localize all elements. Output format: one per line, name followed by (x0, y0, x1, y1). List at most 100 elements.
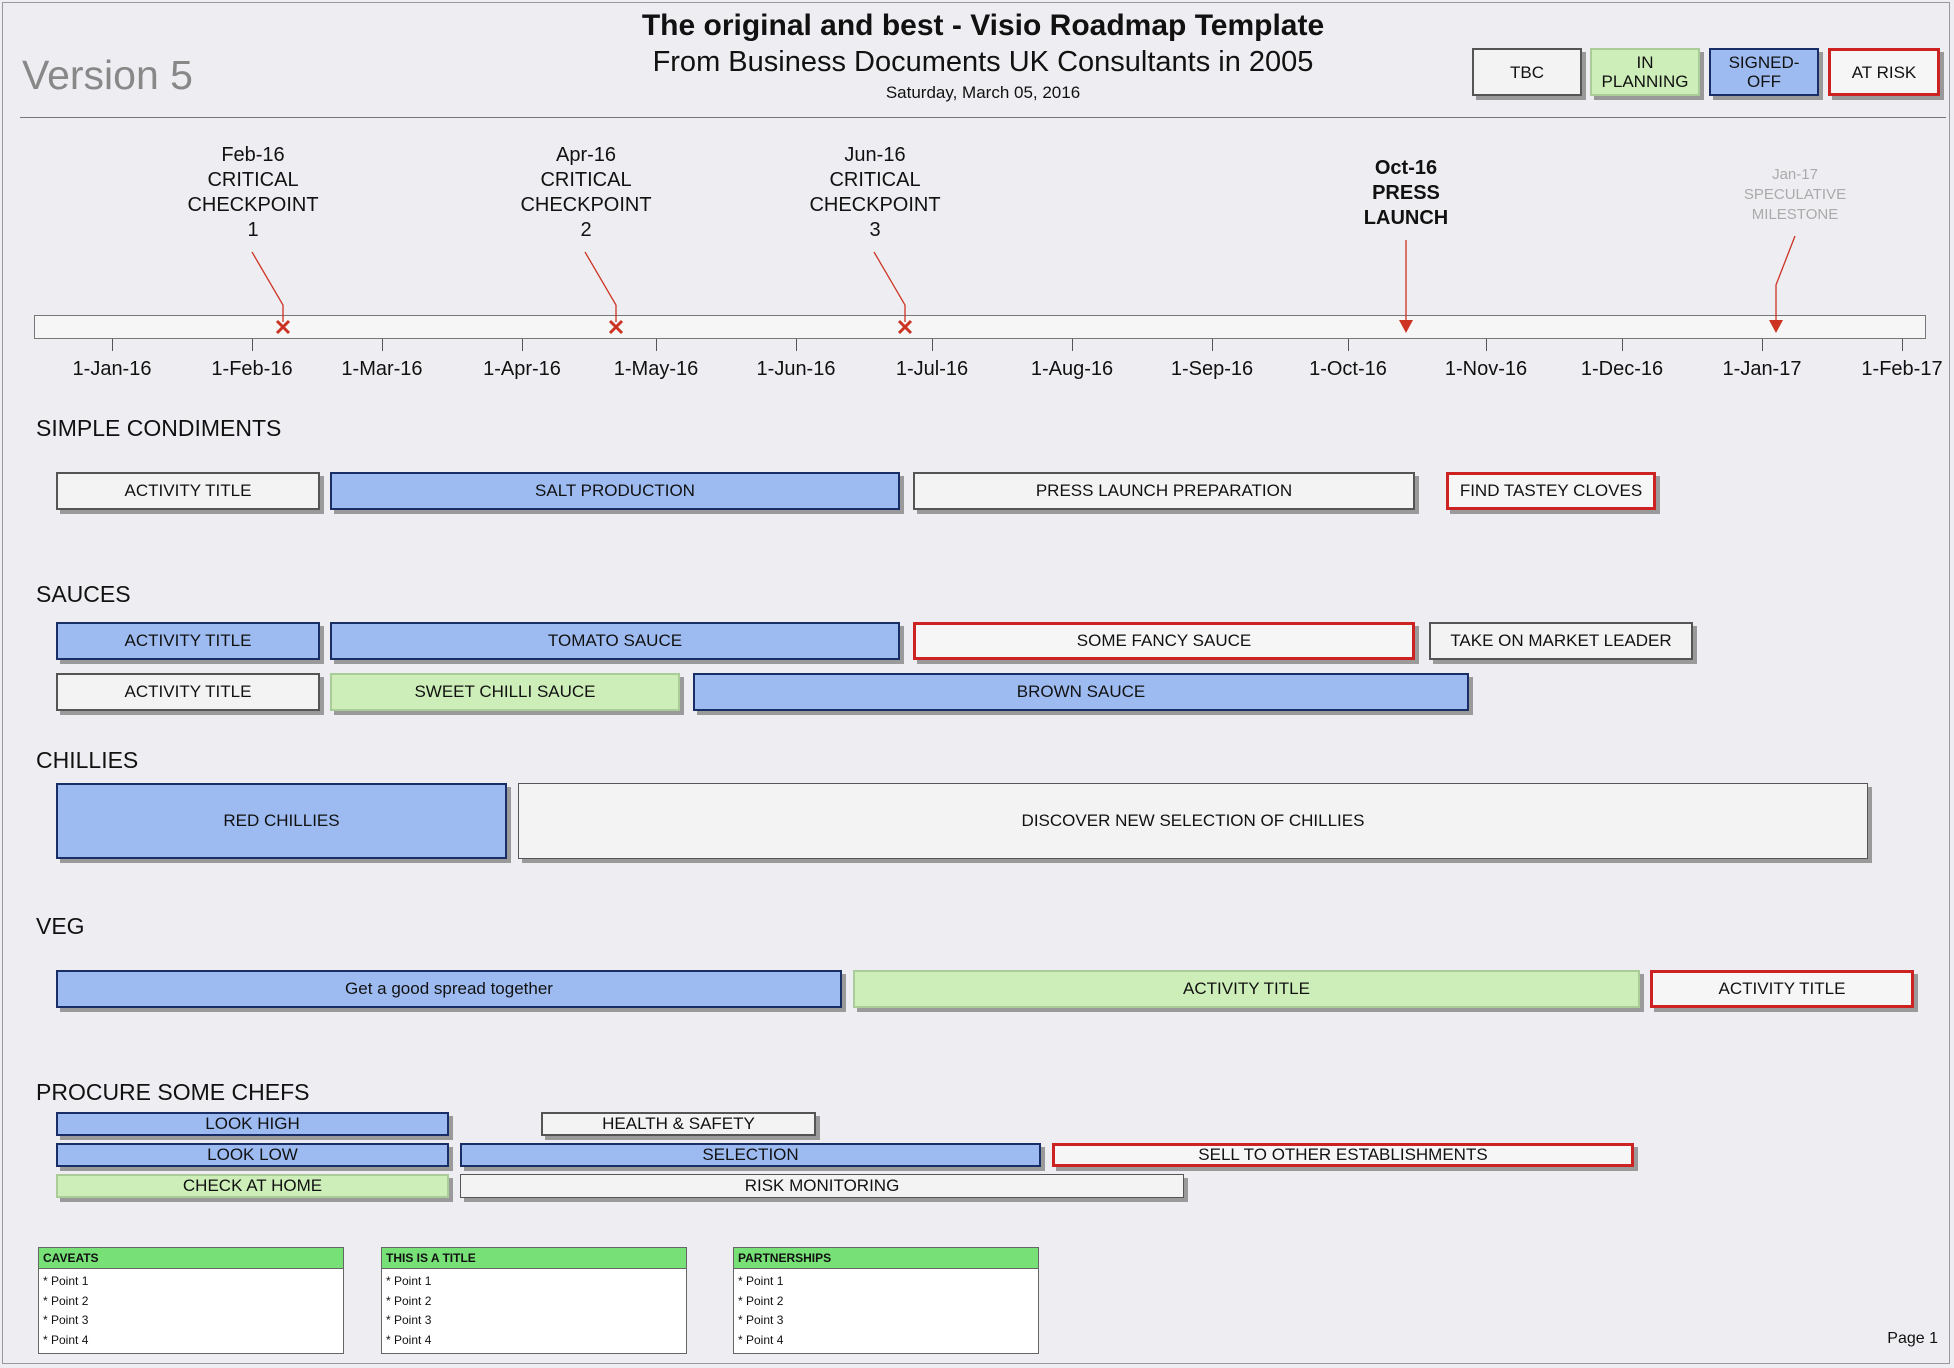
x-marker-icon (608, 319, 624, 335)
activity-bar[interactable]: ACTIVITY TITLE (56, 622, 320, 660)
milestone-number: 1 (247, 219, 259, 241)
activity-bar-sweet-chilli-sauce[interactable]: SWEET CHILLI SAUCE (330, 673, 680, 711)
activity-bar-risk-monitoring[interactable]: RISK MONITORING (460, 1174, 1184, 1198)
connector-speculative (1775, 235, 1796, 322)
note-point: * Point 1 (43, 1274, 89, 1288)
timeline-tick (1902, 339, 1903, 351)
milestone-label: CRITICAL (207, 169, 299, 191)
milestone-number: 2 (580, 219, 592, 241)
timeline-tick (1762, 339, 1763, 351)
milestone-date: Oct-16 (1374, 157, 1438, 179)
milestone-label: CHECKPOINT (187, 194, 319, 216)
activity-bar-take-on-market-leader[interactable]: TAKE ON MARKET LEADER (1429, 622, 1693, 660)
timeline-tick (112, 339, 113, 351)
note-title: PARTNERSHIPS (734, 1248, 1038, 1269)
timeline-month-label: 1-Nov-16 (1444, 358, 1528, 380)
timeline-month-label: 1-Apr-16 (483, 358, 561, 380)
milestone-label: PRESS (1372, 182, 1440, 204)
page-subtitle: From Business Documents UK Consultants i… (652, 46, 1314, 78)
activity-bar-salt-production[interactable]: SALT PRODUCTION (330, 472, 900, 510)
note-point: * Point 4 (43, 1332, 89, 1347)
note-point: * Point 3 (738, 1313, 784, 1327)
activity-bar-look-low[interactable]: LOOK LOW (56, 1143, 449, 1167)
note-point: * Point 3 (43, 1313, 89, 1327)
activity-bar-health-safety[interactable]: HEALTH & SAFETY (541, 1112, 816, 1136)
activity-bar-press-launch-prep[interactable]: PRESS LAUNCH PREPARATION (913, 472, 1415, 510)
legend-tbc: TBC (1472, 48, 1582, 96)
milestone-checkpoint-3: Jun-16 CRITICAL CHECKPOINT 3 (775, 143, 975, 243)
x-marker-icon (275, 319, 291, 335)
timeline-tick (796, 339, 797, 351)
activity-bar-brown-sauce[interactable]: BROWN SAUCE (693, 673, 1469, 711)
milestone-press-launch: Oct-16 PRESS LAUNCH (1306, 156, 1506, 231)
title-block: The original and best - Visio Roadmap Te… (560, 8, 1406, 104)
note-title: CAVEATS (39, 1248, 343, 1269)
note-point: * Point 2 (386, 1293, 432, 1308)
page-title: The original and best - Visio Roadmap Te… (641, 9, 1325, 42)
section-title-chefs: PROCURE SOME CHEFS (36, 1079, 310, 1105)
activity-bar-good-spread[interactable]: Get a good spread together (56, 970, 842, 1008)
milestone-date: Jun-16 (844, 144, 906, 166)
milestone-date: Apr-16 (555, 144, 617, 166)
activity-bar[interactable]: ACTIVITY TITLE (1650, 970, 1914, 1008)
timeline-month-label: 1-Jan-17 (1722, 358, 1802, 380)
milestone-label: CRITICAL (829, 169, 921, 191)
timeline-tick (382, 339, 383, 351)
note-point: * Point 4 (738, 1332, 784, 1347)
note-title: THIS IS A TITLE (382, 1248, 686, 1269)
timeline-month-label: 1-Jul-16 (895, 358, 969, 380)
activity-bar[interactable]: ACTIVITY TITLE (56, 673, 320, 711)
activity-bar-find-tastey-cloves[interactable]: FIND TASTEY CLOVES (1446, 472, 1656, 510)
milestone-date: Jan-17 (1772, 166, 1818, 183)
timeline-tick (1622, 339, 1623, 351)
activity-bar-red-chillies[interactable]: RED CHILLIES (56, 783, 507, 859)
timeline-tick (932, 339, 933, 351)
activity-bar-selection[interactable]: SELECTION (460, 1143, 1041, 1167)
activity-bar-check-at-home[interactable]: CHECK AT HOME (56, 1174, 449, 1198)
timeline-tick (252, 339, 253, 351)
timeline-month-label: 1-Mar-16 (341, 358, 423, 380)
milestone-label: MILESTONE (1751, 206, 1839, 223)
note-box-partnerships: PARTNERSHIPS * Point 1 * Point 2 * Point… (733, 1247, 1039, 1354)
milestone-checkpoint-1: Feb-16 CRITICAL CHECKPOINT 1 (153, 143, 353, 243)
activity-bar-look-high[interactable]: LOOK HIGH (56, 1112, 449, 1136)
connector-checkpoint-2 (584, 251, 617, 322)
timeline-month-label: 1-Feb-17 (1861, 358, 1943, 380)
timeline-month-label: 1-Jan-16 (72, 358, 152, 380)
milestone-speculative: Jan-17 SPECULATIVE MILESTONE (1695, 165, 1895, 225)
activity-bar-sell-to-establishments[interactable]: SELL TO OTHER ESTABLISHMENTS (1052, 1143, 1634, 1167)
activity-bar-discover-chillies[interactable]: DISCOVER NEW SELECTION OF CHILLIES (518, 783, 1868, 859)
milestone-label: CHECKPOINT (809, 194, 941, 216)
note-point: * Point 4 (386, 1332, 432, 1347)
timeline-month-label: 1-Aug-16 (1030, 358, 1114, 380)
note-point: * Point 2 (43, 1293, 89, 1308)
connector-checkpoint-3 (873, 251, 906, 322)
note-box-caveats: CAVEATS * Point 1 * Point 2 * Point 3 * … (38, 1247, 344, 1354)
connector-checkpoint-1 (251, 251, 284, 322)
timeline-month-label: 1-Dec-16 (1580, 358, 1664, 380)
x-marker-icon (897, 319, 913, 335)
arrow-down-icon (1769, 320, 1783, 333)
timeline-tick (656, 339, 657, 351)
timeline-month-label: 1-Sep-16 (1170, 358, 1254, 380)
note-box-title: THIS IS A TITLE * Point 1 * Point 2 * Po… (381, 1247, 687, 1354)
section-title-sauces: SAUCES (36, 581, 131, 607)
milestone-label: LAUNCH (1363, 207, 1449, 229)
activity-bar-tomato-sauce[interactable]: TOMATO SAUCE (330, 622, 900, 660)
timeline-month-label: 1-Feb-16 (211, 358, 293, 380)
timeline-tick (1212, 339, 1213, 351)
timeline-tick (1072, 339, 1073, 351)
activity-bar[interactable]: ACTIVITY TITLE (853, 970, 1640, 1008)
note-point: * Point 2 (738, 1293, 784, 1308)
page-number: Page 1 (1887, 1330, 1938, 1347)
note-point: * Point 3 (386, 1313, 432, 1327)
activity-bar[interactable]: ACTIVITY TITLE (56, 472, 320, 510)
activity-bar-some-fancy-sauce[interactable]: SOME FANCY SAUCE (913, 622, 1415, 660)
milestone-label: CRITICAL (540, 169, 632, 191)
legend-in-planning: IN PLANNING (1590, 48, 1700, 96)
milestone-label: CHECKPOINT (520, 194, 652, 216)
section-title-chillies: CHILLIES (36, 747, 139, 773)
milestone-date: Feb-16 (221, 144, 285, 166)
